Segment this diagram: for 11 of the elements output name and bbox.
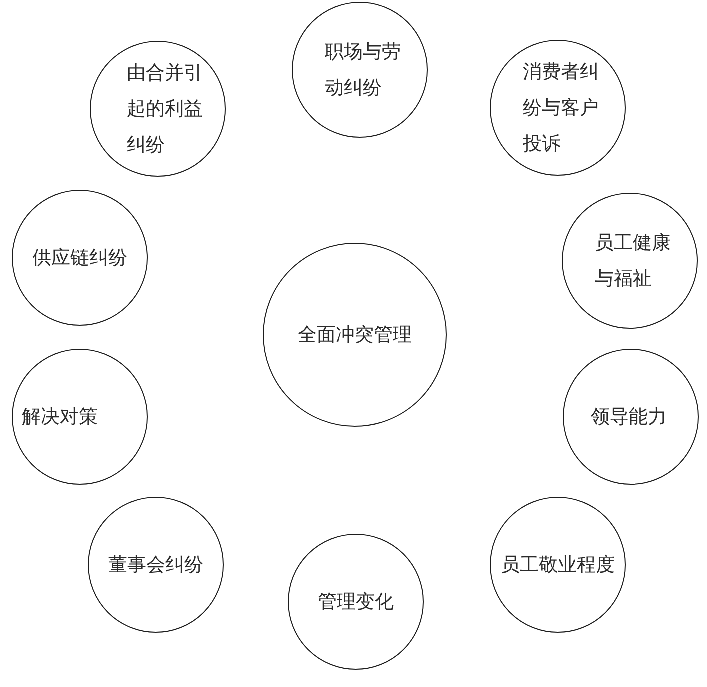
topic-label: 领导能力 bbox=[591, 405, 667, 430]
topic-label: 员工健康与福祉 bbox=[595, 231, 672, 292]
topic-label: 供应链纠纷 bbox=[32, 246, 128, 271]
topic-label: 消费者纠纷与客户投诉 bbox=[523, 60, 600, 157]
topic-label: 管理变化 bbox=[318, 590, 394, 615]
topic-label: 职场与劳动纠纷 bbox=[325, 40, 402, 101]
topic-label: 由合并引起的利益纠纷 bbox=[127, 61, 204, 158]
topic-label: 解决对策 bbox=[22, 405, 98, 430]
topic-label: 董事会纠纷 bbox=[108, 553, 204, 578]
topic-label: 员工敬业程度 bbox=[501, 553, 615, 578]
central-topic-label: 全面冲突管理 bbox=[298, 323, 412, 348]
